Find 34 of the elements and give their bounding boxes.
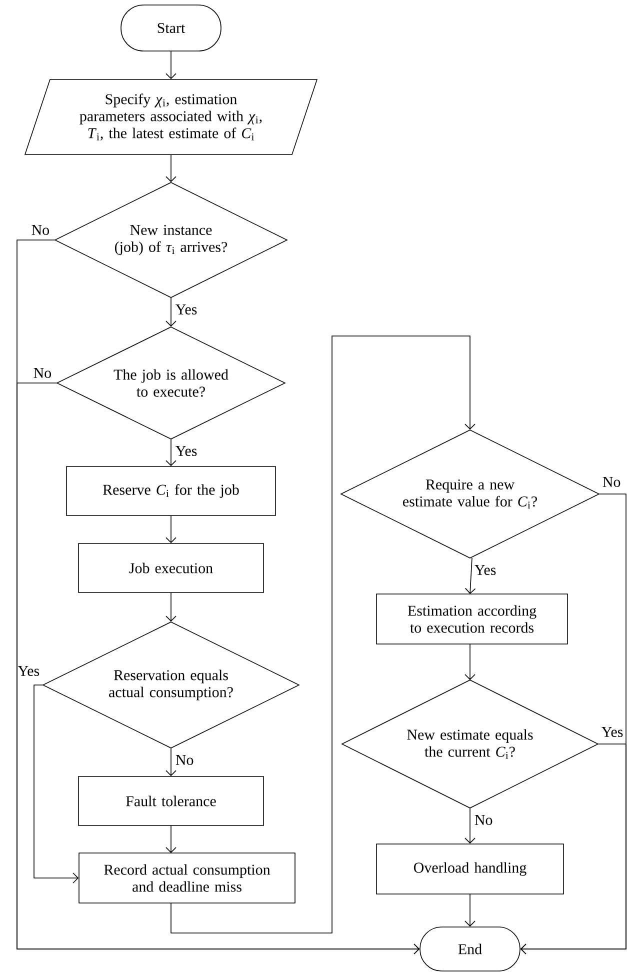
arrow bbox=[166, 516, 176, 544]
edge-label: Yes bbox=[18, 666, 40, 676]
arrow bbox=[166, 51, 176, 80]
edge-label: Yes bbox=[602, 727, 623, 737]
arrow bbox=[520, 744, 626, 954]
arrow bbox=[464, 644, 476, 680]
edge-label: No bbox=[32, 225, 50, 235]
edge-label: No bbox=[602, 477, 620, 487]
arrow bbox=[166, 298, 176, 327]
edge-label: No bbox=[474, 815, 492, 825]
process-box: Reserve C$_{i}$ for the job bbox=[66, 466, 276, 516]
arrow bbox=[166, 825, 176, 853]
process-box: Record actual consumption and deadline miss bbox=[78, 852, 296, 904]
edge-label: No bbox=[176, 755, 194, 765]
process-box: Job execution bbox=[78, 543, 264, 593]
process-box: Fault tolerance bbox=[78, 776, 264, 826]
edge-label: Yes bbox=[176, 446, 197, 456]
arrow bbox=[166, 439, 176, 466]
edge-label: No bbox=[34, 368, 52, 378]
arrow bbox=[166, 748, 176, 776]
process-box: Overload handling bbox=[376, 844, 564, 894]
terminal-box: End bbox=[420, 926, 520, 972]
arrow bbox=[16, 382, 420, 954]
arrow bbox=[464, 558, 476, 594]
process-box: Estimation according to execution records bbox=[376, 594, 568, 644]
arrow bbox=[166, 592, 176, 622]
arrow bbox=[170, 336, 476, 934]
edge-label: Yes bbox=[176, 304, 197, 314]
terminal-box: Start bbox=[120, 4, 222, 52]
edge-label: Yes bbox=[474, 565, 496, 575]
arrow bbox=[34, 684, 79, 884]
arrow bbox=[464, 894, 476, 927]
arrow bbox=[464, 808, 476, 844]
arrow bbox=[166, 154, 176, 182]
